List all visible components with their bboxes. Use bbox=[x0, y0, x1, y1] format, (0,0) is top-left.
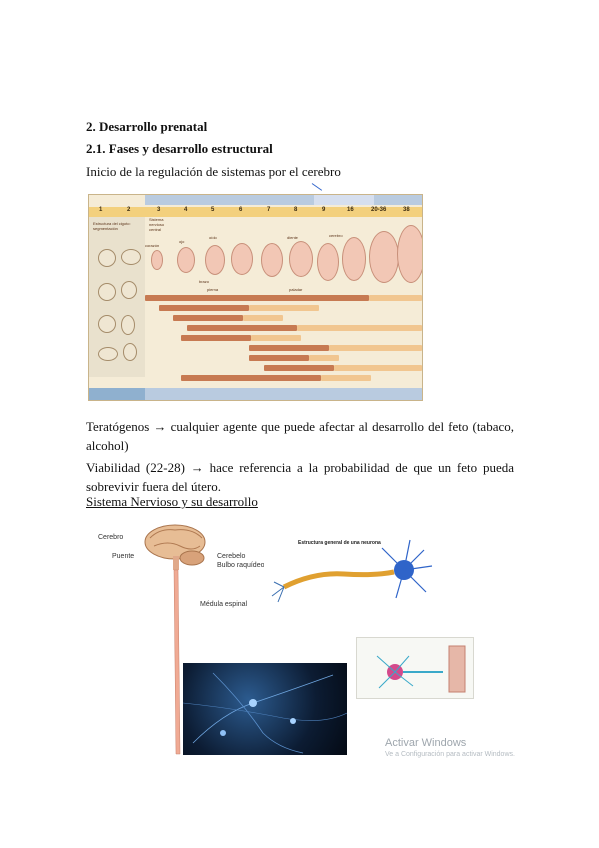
bottom-band-left bbox=[89, 388, 145, 400]
week-label: 20-36 bbox=[371, 207, 387, 213]
week-label: 3 bbox=[157, 207, 161, 213]
week-label: 5 bbox=[211, 207, 215, 213]
embryo-label: brazo bbox=[199, 279, 210, 284]
dev-bar-light bbox=[334, 365, 422, 371]
activate-windows-watermark: Activar Windows bbox=[385, 737, 467, 749]
zygote-cell bbox=[121, 281, 137, 299]
bottom-band bbox=[89, 388, 422, 400]
week-label: 4 bbox=[184, 207, 188, 213]
dev-bar bbox=[181, 335, 251, 341]
dev-bar bbox=[187, 325, 297, 331]
dev-bar bbox=[173, 315, 243, 321]
dev-bar bbox=[145, 295, 369, 301]
nervous-system-title: Sistema Nervioso y su desarrollo bbox=[86, 494, 258, 509]
zygote-cell bbox=[123, 343, 137, 361]
embryo-label: ojo bbox=[179, 239, 185, 244]
dev-bar bbox=[159, 305, 249, 311]
embryo bbox=[151, 250, 163, 270]
dev-bar-light bbox=[243, 315, 283, 321]
intro-text: Inicio de la regulación de sistemas por … bbox=[86, 164, 341, 179]
prenatal-development-figure: 1 2 3 4 5 6 7 8 9 16 20-36 38 Estructura… bbox=[88, 194, 423, 401]
week-label: 16 bbox=[347, 207, 354, 213]
week-label: 2 bbox=[127, 207, 131, 213]
embryo bbox=[289, 241, 313, 277]
label-medula: Médula espinal bbox=[200, 601, 248, 608]
embryo-label: diente bbox=[287, 235, 298, 240]
dev-bar-light bbox=[251, 335, 301, 341]
week-label: 6 bbox=[239, 207, 243, 213]
embryo bbox=[177, 247, 195, 273]
week-label: 8 bbox=[294, 207, 298, 213]
week-label: 7 bbox=[267, 207, 271, 213]
embryo bbox=[261, 243, 283, 277]
week-label: 1 bbox=[99, 207, 103, 213]
embryo bbox=[205, 245, 225, 275]
zygote-cell bbox=[121, 315, 135, 335]
label-cerebro: Cerebro bbox=[98, 534, 124, 541]
label-cerebelo: Cerebelo bbox=[217, 553, 246, 560]
label-bulbo: Bulbo raquídeo bbox=[217, 562, 265, 569]
teratogenos-paragraph: Teratógenos → cualquier agente que puede… bbox=[86, 419, 514, 453]
week-row bbox=[89, 207, 422, 217]
embryo-label: pierna bbox=[207, 287, 219, 292]
zygote-cell bbox=[121, 249, 141, 265]
panel-label: Sistema nervioso central bbox=[149, 217, 165, 232]
dev-bar-light bbox=[309, 355, 339, 361]
activate-windows-subtext: Ve a Configuración para activar Windows. bbox=[385, 751, 515, 758]
neuron-detail-diagram bbox=[356, 637, 474, 699]
dev-bar bbox=[264, 365, 334, 371]
embryo-label: cerebro bbox=[329, 233, 343, 238]
embryo bbox=[231, 243, 253, 275]
dev-bar bbox=[249, 345, 329, 351]
zygote-cell bbox=[98, 315, 116, 333]
fetus bbox=[397, 225, 422, 283]
dev-bar bbox=[181, 375, 321, 381]
label-puente: Puente bbox=[112, 553, 135, 560]
dev-bar-light bbox=[369, 295, 422, 301]
embryo-label: oído bbox=[209, 235, 217, 240]
dev-bar-light bbox=[249, 305, 319, 311]
neural-network-photo bbox=[183, 663, 347, 755]
zygote-cell bbox=[98, 249, 116, 267]
week-label: 38 bbox=[403, 207, 410, 213]
dev-bar-light bbox=[297, 325, 422, 331]
embryo bbox=[317, 243, 339, 281]
zygote-cell bbox=[98, 283, 116, 301]
week-label: 9 bbox=[322, 207, 326, 213]
zygote-cell bbox=[98, 347, 118, 361]
brain-spinal-cord-illustration bbox=[144, 524, 206, 755]
neuron-title: Estructura general de una neurona bbox=[298, 540, 381, 546]
dev-bar-light bbox=[329, 345, 422, 351]
period-band-fetal bbox=[314, 195, 374, 205]
panel-label: Estructura del cigoto: segmentación bbox=[93, 221, 131, 231]
dev-bar-light bbox=[321, 375, 371, 381]
section-heading: 2. Desarrollo prenatal bbox=[86, 119, 208, 134]
viabilidad-paragraph: Viabilidad (22-28) → hace referencia a l… bbox=[86, 460, 514, 494]
dev-bar bbox=[249, 355, 309, 361]
period-band bbox=[145, 195, 422, 205]
embryo-label: paladar bbox=[289, 287, 303, 292]
embryo bbox=[342, 237, 366, 281]
pointer-arrow bbox=[311, 183, 323, 191]
embryo-label: corazón bbox=[145, 243, 160, 248]
fetus bbox=[369, 231, 399, 283]
section-subheading: 2.1. Fases y desarrollo estructural bbox=[86, 141, 273, 156]
neuron-structure-figure bbox=[264, 532, 439, 627]
